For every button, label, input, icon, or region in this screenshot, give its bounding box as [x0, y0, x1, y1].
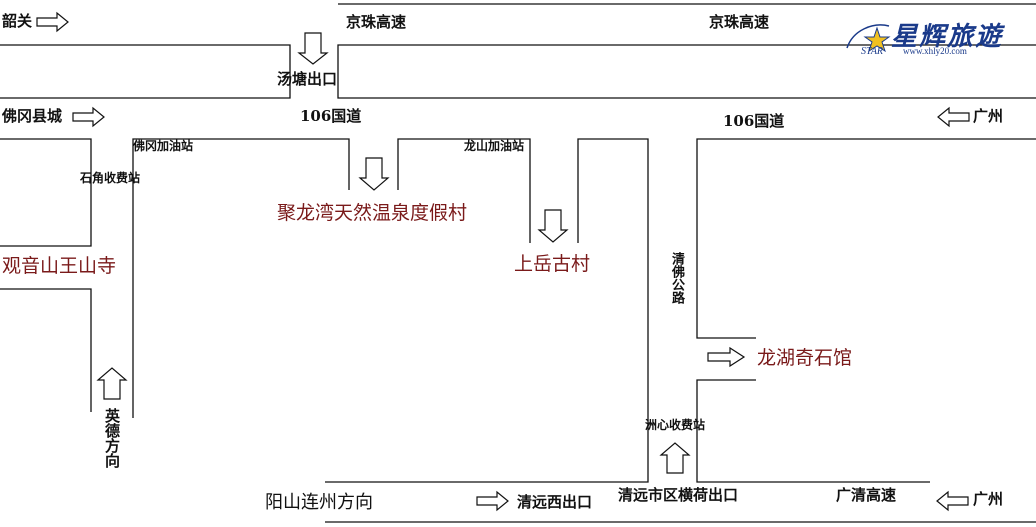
road-label-qingfo: 清佛公路	[669, 252, 684, 304]
exit-qingyuan-west: 清远西出口	[517, 493, 593, 511]
station-fogang-gas: 佛冈加油站	[133, 139, 194, 153]
road-106-right-top	[325, 138, 649, 483]
direction-yangshan-lianzhou: 阳山连州方向	[265, 492, 373, 513]
direction-guangzhou-top: 广州	[973, 107, 1004, 125]
road-label-expressway-left: 京珠高速	[346, 13, 407, 31]
exit-hengghe: 清远市区横荷出口	[618, 486, 739, 504]
brand-logo: 星辉旅遊 STAR www.xhly20.com	[843, 16, 1023, 62]
road-106-left-lower	[0, 288, 92, 412]
road-qingfo-lower	[696, 379, 930, 483]
star-logo-icon	[846, 24, 891, 53]
logo-name: 星辉旅遊	[891, 22, 1004, 52]
expressway-upper-left-edge	[0, 44, 291, 99]
logo-url: www.xhly20.com	[903, 46, 967, 56]
expressway-upper-right-edge	[337, 44, 1036, 99]
arrow-right-icon	[707, 346, 746, 368]
direction-yingde: 英德方向	[103, 408, 121, 468]
road-106-main-top	[132, 138, 350, 418]
arrow-up-icon	[659, 442, 691, 474]
station-shijiao-toll: 石角收费站	[80, 171, 141, 185]
road-label-guangqing: 广清高速	[836, 486, 897, 504]
attraction-longhu: 龙湖奇石馆	[757, 347, 853, 369]
attraction-shangyue: 上岳古村	[514, 253, 591, 275]
direction-fogang-county: 佛冈县城	[2, 107, 63, 125]
direction-shaoguan: 韶关	[2, 12, 33, 30]
road-label-expressway-right: 京珠高速	[709, 13, 770, 31]
arrow-right-icon	[476, 490, 509, 512]
arrow-down-icon	[358, 157, 390, 191]
road-qingfo-upper	[696, 138, 1036, 339]
arrow-left-icon	[936, 490, 969, 512]
arrow-right-icon	[72, 106, 105, 128]
attraction-guanyinshan: 观音山王山寺	[2, 255, 117, 277]
exit-tangtang: 汤塘出口	[277, 70, 338, 88]
attraction-julongwan: 聚龙湾天然温泉度假村	[277, 202, 468, 224]
station-zhouxin-toll: 洲心收费站	[645, 418, 706, 432]
road-label-106-left: 106国道	[300, 107, 362, 125]
arrow-right-icon	[36, 11, 69, 33]
arrow-up-icon	[96, 367, 128, 400]
road-106-mid-top	[397, 138, 531, 243]
road-106-left-upper	[0, 138, 92, 247]
arrow-left-icon	[937, 106, 970, 128]
direction-guangzhou-bottom: 广州	[973, 490, 1004, 508]
arrow-down-icon	[537, 209, 569, 243]
logo-star-text: STAR	[861, 46, 884, 57]
road-lines	[0, 3, 1036, 523]
road-label-106-right: 106国道	[723, 112, 785, 130]
arrow-down-icon	[297, 32, 329, 65]
station-longshan-gas: 龙山加油站	[464, 139, 525, 153]
